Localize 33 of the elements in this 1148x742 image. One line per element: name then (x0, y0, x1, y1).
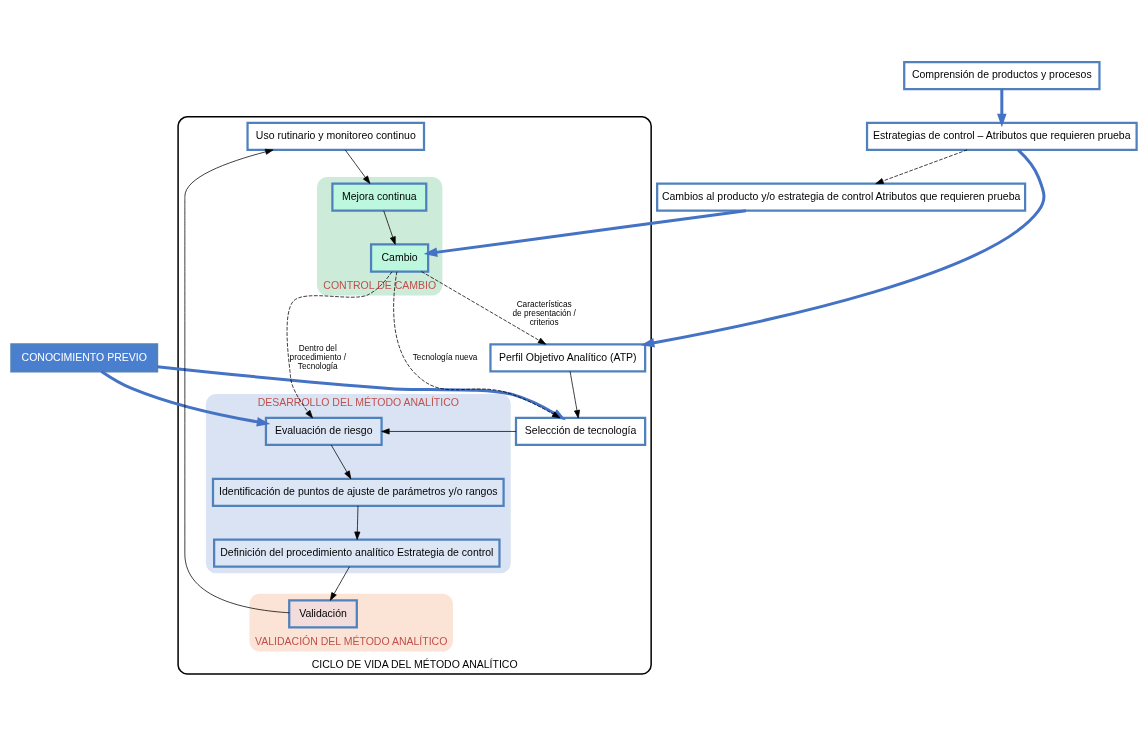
arrow (875, 149, 968, 184)
arrow (383, 210, 396, 245)
arrow (423, 209, 747, 257)
arrow (330, 444, 352, 480)
node-box: Cambio (369, 243, 430, 273)
node-box: Identificación de puntos de ajuste de parámetros y/o rangos (211, 477, 505, 507)
node-box: Perfil Objetivo Analítico (ATP) (489, 343, 647, 373)
arrow (393, 271, 561, 419)
arrow (286, 271, 393, 419)
arrow (100, 370, 271, 427)
node-box: Definición del procedimiento analítico Estrategia de control (213, 538, 501, 568)
node-box: Estrategias de control – Atributos que requieren prueba (865, 121, 1138, 151)
arrow (381, 428, 517, 435)
node-box: CONOCIMIENTO PREVIO (10, 343, 159, 373)
arrow (997, 89, 1007, 128)
arrow (421, 271, 547, 345)
arrow (157, 365, 566, 421)
arrow (569, 371, 580, 419)
edge-label: Características de presentación / criterios (512, 300, 576, 328)
node-box: Validación (288, 599, 358, 629)
edge-label: Dentro del procedimiento / Tecnología (289, 343, 346, 371)
node-box: Uso rutinario y monitoreo continuo (246, 121, 426, 151)
edge-label: Tecnología nueva (412, 352, 478, 362)
node-box: Mejora continua (331, 182, 428, 212)
arrow (329, 566, 350, 601)
arrow (184, 148, 290, 614)
arrow (344, 149, 371, 184)
node-box: Selección de tecnología (514, 416, 647, 447)
node-box: Comprensión de productos y procesos (903, 60, 1101, 91)
node-box: Evaluación de riesgo (264, 416, 383, 447)
node-box: Cambios al producto y/o estrategia de control Atributos que requieren prueba (656, 182, 1027, 212)
arrow (354, 505, 361, 540)
arrow (640, 148, 1046, 348)
